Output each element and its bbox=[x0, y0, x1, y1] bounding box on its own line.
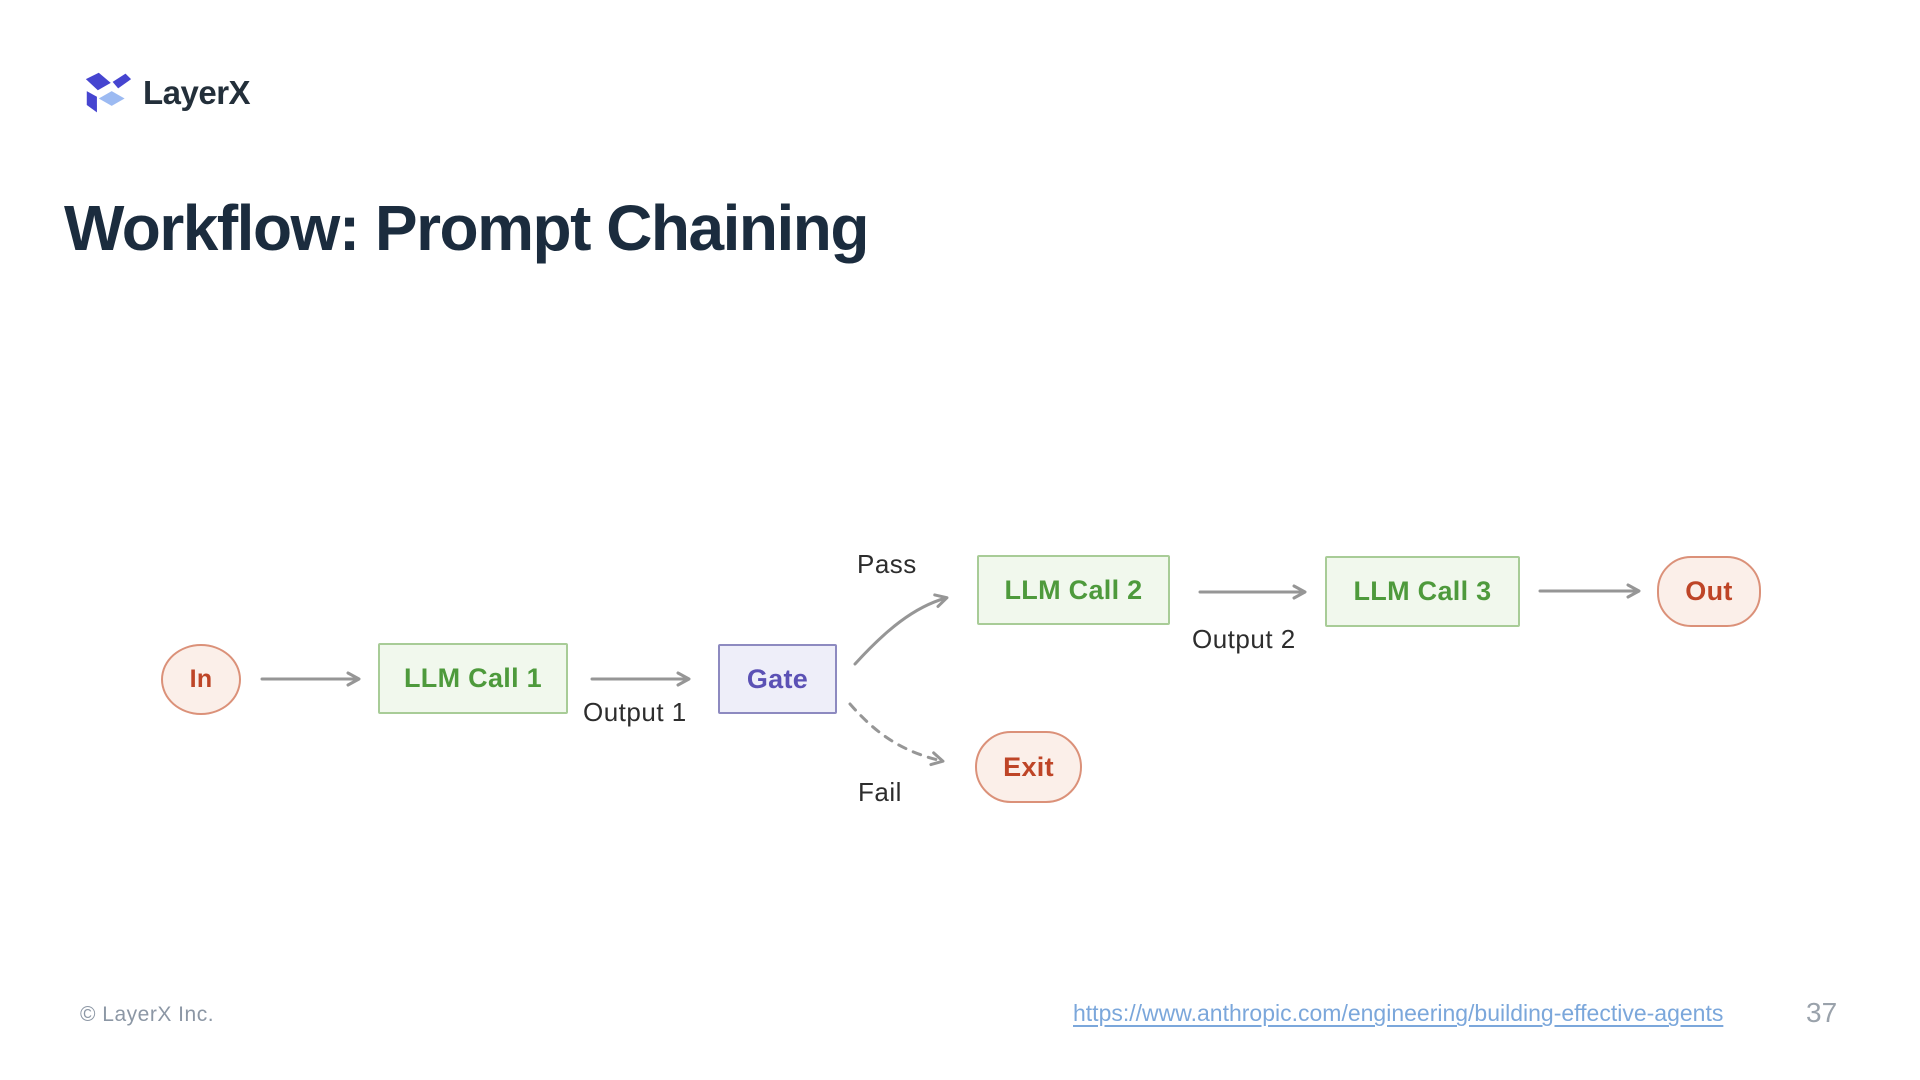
logo: LayerX bbox=[84, 70, 251, 116]
node-llm-call-2: LLM Call 2 bbox=[977, 555, 1170, 625]
node-llm-call-1: LLM Call 1 bbox=[378, 643, 568, 714]
footer-copyright: © LayerX Inc. bbox=[80, 1003, 215, 1026]
node-gate: Gate bbox=[718, 644, 837, 714]
page-title: Workflow: Prompt Chaining bbox=[64, 192, 869, 264]
layerx-logo-icon bbox=[85, 72, 132, 113]
node-exit: Exit bbox=[975, 731, 1082, 803]
footer-source-link[interactable]: https://www.anthropic.com/engineering/bu… bbox=[1073, 1000, 1724, 1026]
arrow-gate-pass-to-llm2 bbox=[853, 593, 949, 666]
edge-label-fail: Fail bbox=[858, 777, 902, 807]
node-llm-call-3: LLM Call 3 bbox=[1325, 556, 1520, 627]
logo-text: LayerX bbox=[143, 74, 251, 111]
edge-label-pass: Pass bbox=[857, 549, 917, 579]
node-out: Out bbox=[1657, 556, 1761, 627]
page-number: 37 bbox=[1806, 997, 1838, 1028]
arrow-gate-fail-to-exit bbox=[848, 702, 945, 767]
edge-label-output-2: Output 2 bbox=[1192, 624, 1296, 654]
node-in: In bbox=[161, 644, 241, 715]
edge-label-output-1: Output 1 bbox=[583, 697, 687, 727]
